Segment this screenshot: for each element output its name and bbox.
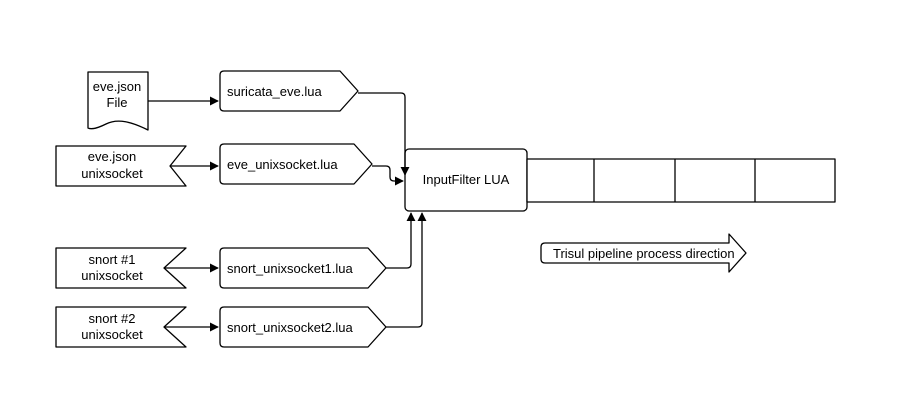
source-snort2-unixsocket: snort #2 unixsocket [55, 306, 187, 348]
pipeline-queue [526, 158, 836, 203]
source-eve-json-file-line1: eve.json [93, 79, 141, 94]
connector-suricata-eve-to-input-filter [358, 92, 410, 176]
script-suricata-eve-label: suricata_eve.lua [227, 84, 322, 99]
source-eve-json-file-line2: File [107, 95, 128, 110]
script-suricata-eve: suricata_eve.lua [219, 70, 359, 112]
pipeline-direction-arrow: Trisul pipeline process direction [540, 233, 747, 273]
source-eve-json-file: eve.json File [87, 71, 149, 131]
connector-snort-unixsocket1-to-input-filter [386, 212, 416, 269]
script-eve-unixsocket-label: eve_unixsocket.lua [227, 157, 338, 172]
script-snort-unixsocket1-label: snort_unixsocket1.lua [227, 261, 354, 276]
source-snort2-unixsocket-line2: unixsocket [81, 327, 143, 342]
input-filter-label: InputFilter LUA [423, 172, 510, 187]
source-snort1-unixsocket: snort #1 unixsocket [55, 247, 187, 289]
connectors [148, 92, 427, 332]
pipeline-direction-label: Trisul pipeline process direction [553, 246, 735, 261]
script-snort-unixsocket2: snort_unixsocket2.lua [219, 306, 387, 348]
script-eve-unixsocket: eve_unixsocket.lua [219, 143, 373, 185]
source-snort1-unixsocket-line1: snort #1 [89, 252, 136, 267]
source-eve-json-unixsocket-line1: eve.json [88, 149, 136, 164]
script-snort-unixsocket2-label: snort_unixsocket2.lua [227, 320, 354, 335]
input-filter-box: InputFilter LUA [404, 148, 528, 212]
source-snort1-unixsocket-line2: unixsocket [81, 268, 143, 283]
pipeline-queue-outline [526, 158, 836, 203]
connector-snort-unixsocket2-to-input-filter [386, 212, 427, 328]
source-eve-json-unixsocket: eve.json unixsocket [55, 145, 187, 187]
connector-eve-unixsocket-to-input-filter [372, 165, 404, 186]
source-snort2-unixsocket-line1: snort #2 [89, 311, 136, 326]
script-snort-unixsocket1: snort_unixsocket1.lua [219, 247, 387, 289]
source-eve-json-unixsocket-line2: unixsocket [81, 166, 143, 181]
